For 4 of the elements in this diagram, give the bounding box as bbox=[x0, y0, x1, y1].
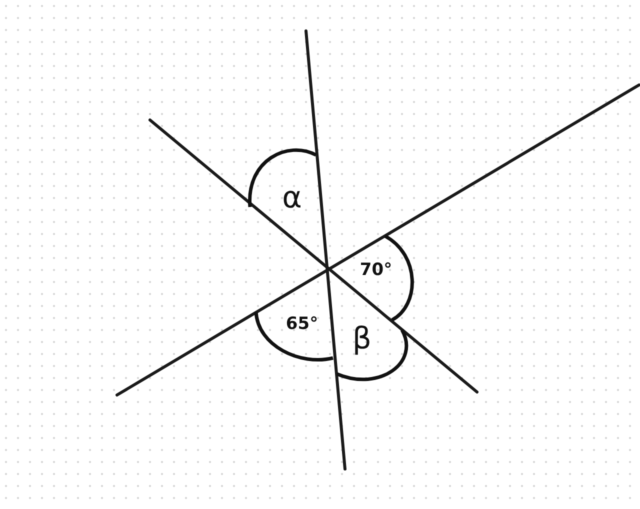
angle-label: β bbox=[352, 322, 372, 356]
angle-label: α bbox=[282, 180, 302, 216]
angle-label: 65° bbox=[286, 314, 318, 334]
angle-label: 70° bbox=[360, 260, 392, 280]
